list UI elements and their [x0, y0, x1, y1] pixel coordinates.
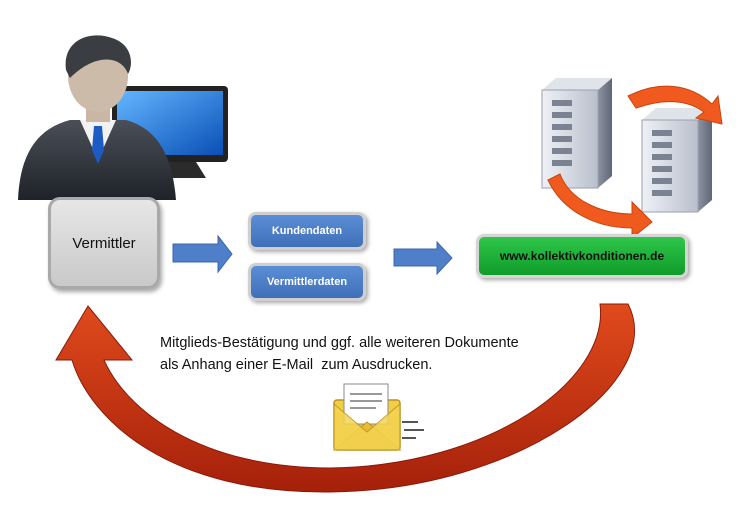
server-icon	[641, 108, 712, 213]
server-icon	[541, 78, 612, 189]
vermittler-label: Vermittler	[72, 234, 136, 252]
vermittlerdaten-node: Vermittlerdaten	[248, 263, 366, 301]
return-arrow	[55, 303, 635, 493]
businessman-icon	[18, 35, 176, 200]
email-envelope-icon	[332, 383, 424, 451]
vermittler-node: Vermittler	[48, 197, 160, 289]
website-node: www.kollektivkonditionen.de	[476, 234, 688, 278]
caption-line-2: als Anhang einer E-Mail zum Ausdrucken.	[160, 357, 433, 373]
kundendaten-node: Kundendaten	[248, 212, 366, 250]
website-label: www.kollektivkonditionen.de	[499, 249, 665, 263]
flow-arrow-2	[393, 240, 453, 276]
vermittlerdaten-label: Vermittlerdaten	[266, 276, 348, 288]
caption-line-1: Mitglieds-Bestätigung und ggf. alle weit…	[160, 335, 519, 351]
return-caption: Mitglieds-Bestätigung und ggf. alle weit…	[160, 332, 620, 376]
flow-arrow-1	[172, 234, 233, 274]
kundendaten-label: Kundendaten	[271, 225, 343, 237]
